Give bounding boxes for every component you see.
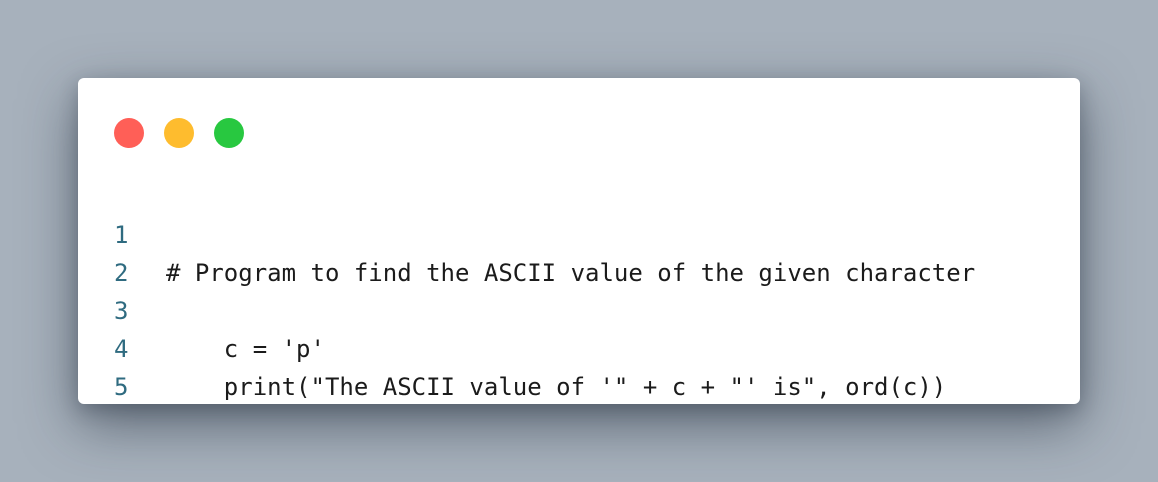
line-number: 1 xyxy=(114,221,129,249)
code-line: 1 # Program to find the ASCII value of t… xyxy=(78,178,1080,287)
line-number: 5 xyxy=(114,373,129,401)
minimize-dot-icon[interactable] xyxy=(164,118,194,148)
code-line: 5 xyxy=(78,330,1080,401)
code-line: 3 c = 'p' xyxy=(78,254,1080,363)
line-number: 2 xyxy=(114,259,129,287)
code-text: # Program to find the ASCII value of the… xyxy=(166,259,976,287)
code-line: 2 xyxy=(78,216,1080,287)
line-number: 4 xyxy=(114,335,129,363)
code-block: 1 # Program to find the ASCII value of t… xyxy=(78,178,1080,401)
maximize-dot-icon[interactable] xyxy=(214,118,244,148)
code-line: 4 print("The ASCII value of '" + c + "' … xyxy=(78,292,1080,401)
code-text: c = 'p' xyxy=(166,335,325,363)
code-text: print("The ASCII value of '" + c + "' is… xyxy=(166,373,947,401)
window-controls xyxy=(114,118,244,148)
close-dot-icon[interactable] xyxy=(114,118,144,148)
code-window: 1 # Program to find the ASCII value of t… xyxy=(78,78,1080,404)
line-number: 3 xyxy=(114,297,129,325)
